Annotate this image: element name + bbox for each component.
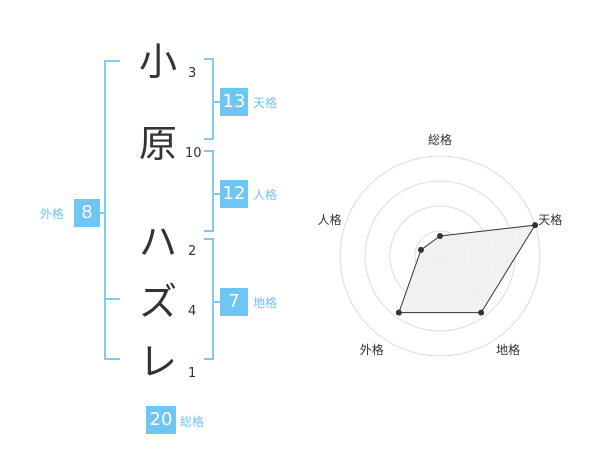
name-char-2: 原: [138, 122, 177, 166]
name-char-3: ハ: [138, 220, 177, 264]
radar-series-area: [398, 224, 537, 314]
tenkaku-bracket-bottom: [204, 138, 214, 140]
chikaku-connector: [212, 301, 220, 303]
gaikaku-bracket: [104, 60, 106, 360]
gaikaku-connector: [96, 212, 105, 214]
radar-axis-label-1: 総格: [427, 133, 453, 147]
radar-ring-4: [339, 155, 541, 357]
radar-plot: [395, 222, 539, 316]
gaikaku-label: 外格: [40, 207, 65, 221]
gaikaku-bracket-bottom: [104, 358, 120, 360]
tenkaku-label: 天格: [253, 96, 278, 110]
name-char-4: ズ: [138, 280, 177, 324]
soukaku-value-badge: 20: [146, 406, 176, 434]
chikaku-bracket: [212, 238, 214, 360]
chikaku-bracket-top: [204, 238, 214, 240]
radar-axis-label-2: 天格: [538, 213, 563, 228]
radar-axis-label-3: 地格: [496, 342, 521, 357]
jinkaku-connector: [212, 193, 220, 195]
name-char-5: レ: [138, 340, 177, 384]
stroke-count-1: 3: [188, 66, 197, 81]
radar-axis-label-4: 外格: [359, 342, 384, 357]
jinkaku-label: 人格: [253, 188, 278, 202]
tenkaku-value-badge: 13: [220, 88, 248, 116]
gaikaku-bracket-mid: [104, 298, 120, 300]
jinkaku-bracket-bottom: [204, 230, 214, 232]
gaikaku-value-badge: 8: [74, 199, 100, 227]
tenkaku-bracket: [212, 58, 214, 140]
stroke-count-4: 4: [188, 304, 197, 319]
jinkaku-bracket: [212, 150, 214, 232]
tenkaku-bracket-top: [204, 58, 214, 60]
stroke-count-3: 2: [188, 244, 197, 259]
radar-point-4: [395, 309, 402, 316]
jinkaku-value-badge: 12: [220, 180, 248, 208]
name-char-1: 小: [138, 40, 177, 84]
jinkaku-bracket-top: [204, 150, 214, 152]
radar-point-3: [478, 309, 485, 316]
radar-point-5: [417, 246, 424, 253]
radar-point-2: [532, 222, 539, 229]
stroke-count-5: 1: [188, 366, 197, 381]
chikaku-bracket-bottom: [204, 358, 214, 360]
gaikaku-bracket-top: [104, 60, 120, 62]
tenkaku-connector: [212, 101, 220, 103]
radar-axis-label-5: 人格: [317, 213, 342, 228]
chikaku-value-badge: 7: [220, 288, 248, 316]
stroke-count-2: 10: [185, 146, 202, 161]
radar-point-1: [437, 233, 443, 239]
chikaku-label: 地格: [253, 296, 278, 310]
soukaku-label: 総格: [180, 415, 205, 429]
